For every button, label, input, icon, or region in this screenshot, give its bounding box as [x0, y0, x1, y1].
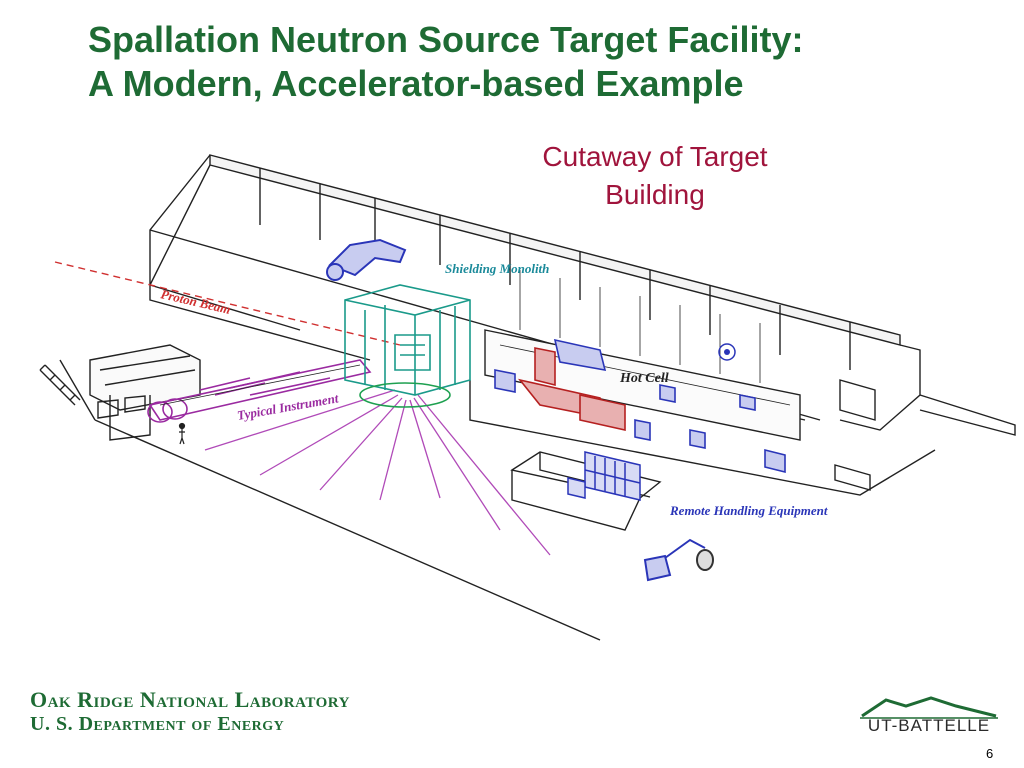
department-name: U. S. Department of Energy	[30, 713, 285, 735]
diagram-caption: Cutaway of Target Building	[500, 138, 810, 214]
label-remote-handling: Remote Handling Equipment	[669, 503, 828, 518]
page-number: 6	[986, 746, 994, 761]
label-hot-cell: Hot Cell	[619, 371, 669, 386]
caption-line-1: Cutaway of Target	[542, 141, 768, 172]
label-shielding-monolith: Shielding Monolith	[445, 261, 549, 276]
organization-footer: Oak Ridge National Laboratory U. S. Depa…	[30, 688, 350, 736]
caption-line-2: Building	[605, 179, 705, 210]
title-line-1: Spallation Neutron Source Target Facilit…	[88, 19, 804, 60]
org-name: Oak Ridge National Laboratory	[30, 687, 350, 712]
title-line-2: A Modern, Accelerator-based Example	[88, 63, 744, 104]
mountain-icon	[860, 696, 998, 719]
target-building-cutaway-diagram: Proton Beam Shielding Monolith Typical I…	[39, 154, 1016, 641]
ut-battelle-logo: UT-BATTELLE	[856, 694, 1002, 738]
logo-text: UT-BATTELLE	[867, 716, 991, 735]
slide-title: Spallation Neutron Source Target Facilit…	[88, 18, 1018, 106]
